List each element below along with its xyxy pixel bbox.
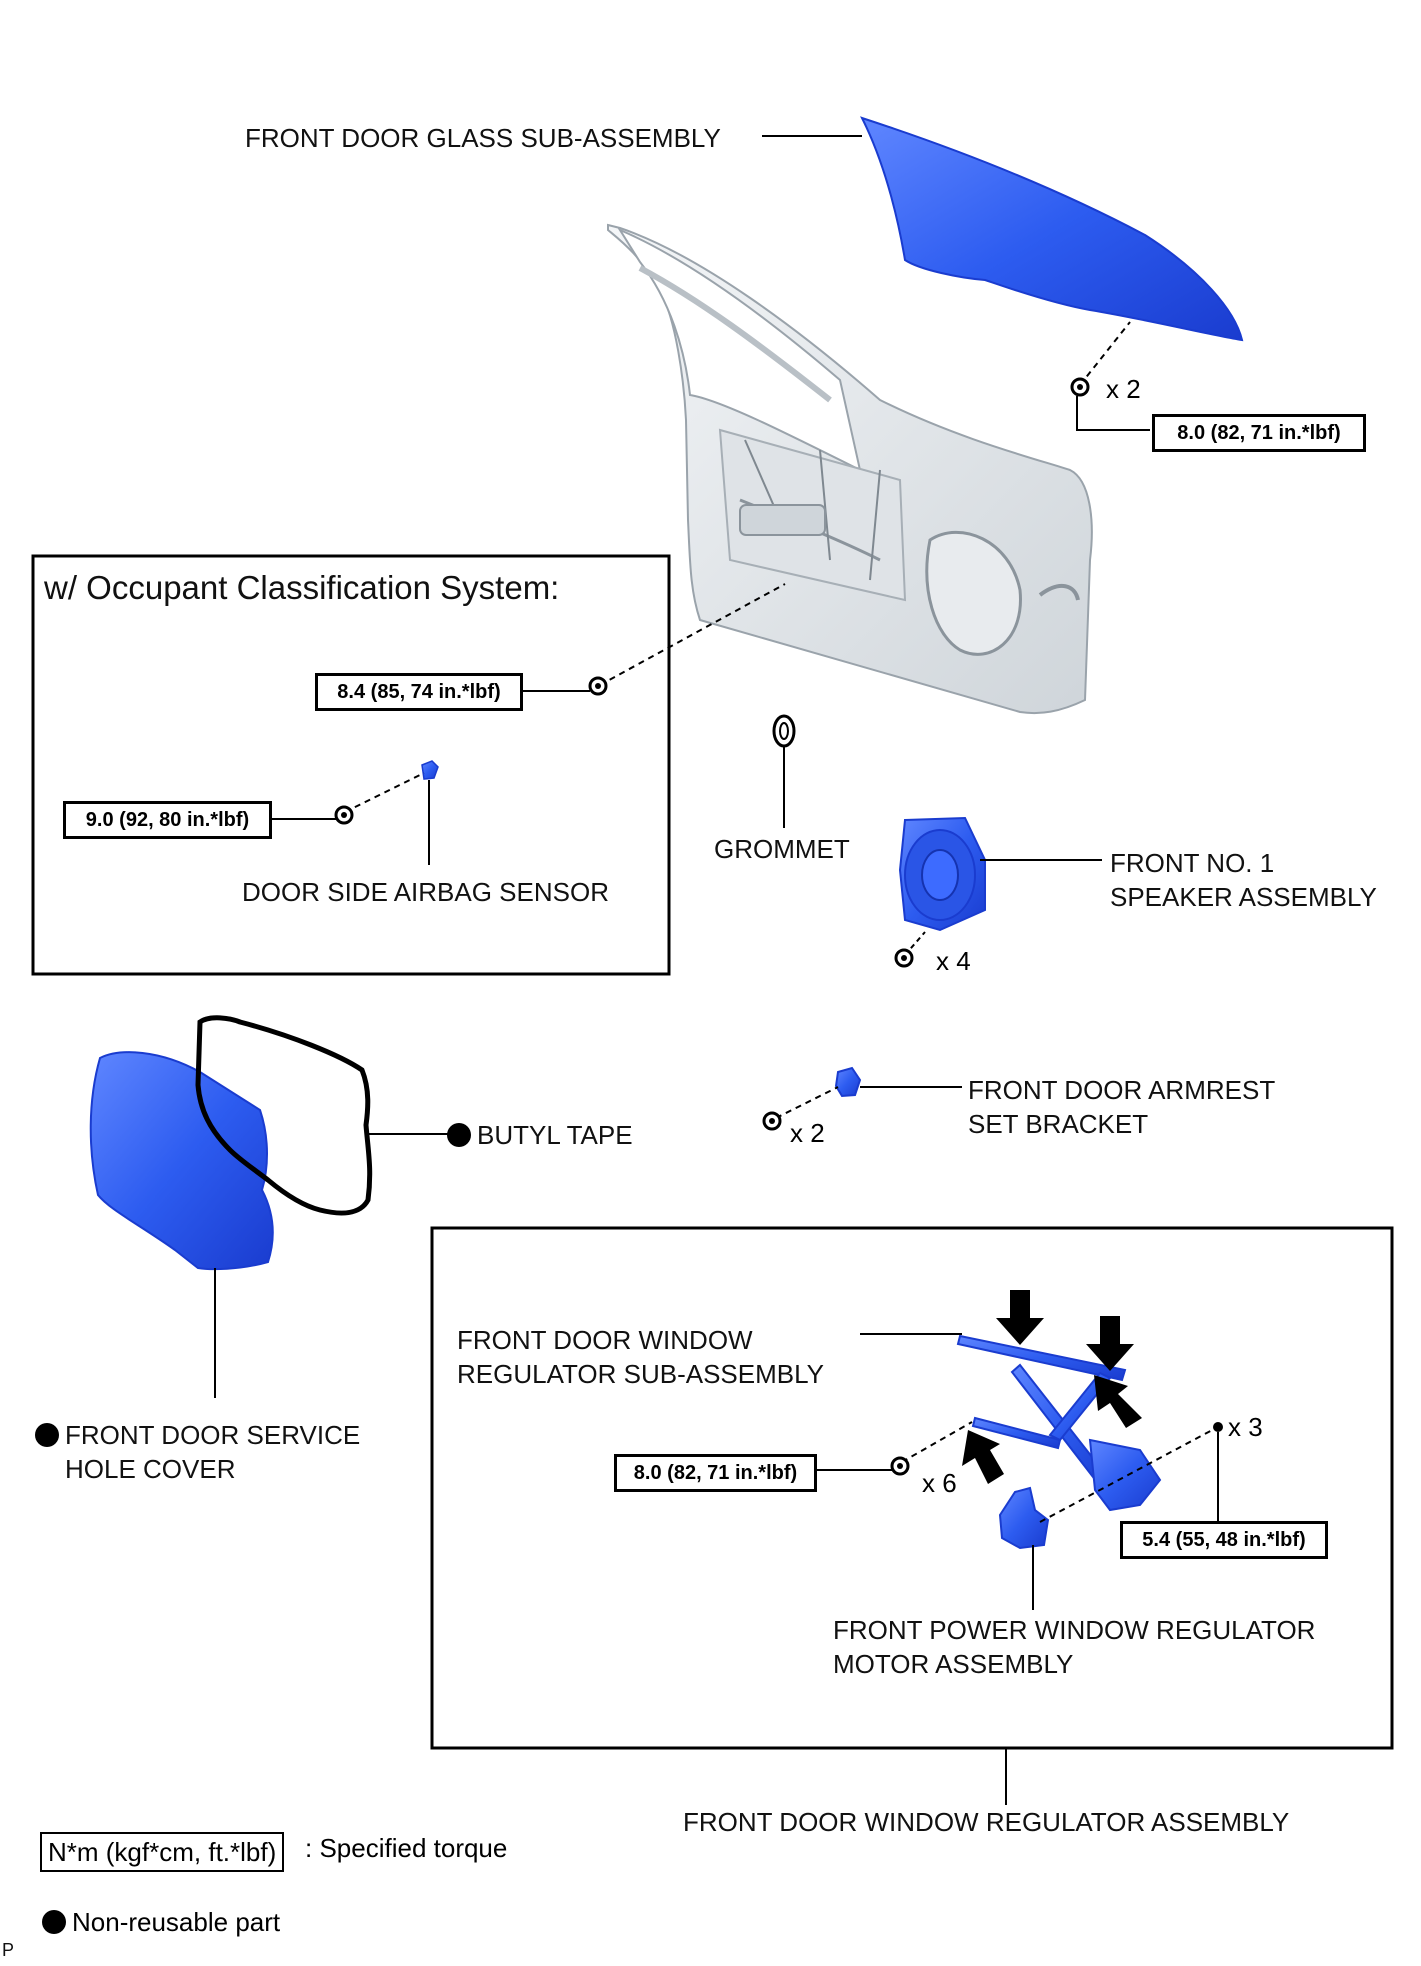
regulator-assembly-frame [430, 1226, 1394, 1750]
regulator-left-dashline [901, 1421, 973, 1463]
regulator-right-qty: x 3 [1228, 1412, 1263, 1442]
upper-torque-box: 8.4 (85, 74 in.*lbf) [315, 673, 523, 711]
legend-nonreusable: Non-reusable part [42, 1904, 280, 1940]
motor-label-line1: FRONT POWER WINDOW REGULATOR [833, 1615, 1316, 1645]
window-regulator-sub-assembly-icon [956, 1334, 1162, 1512]
service-cover-label-line2: HOLE COVER [65, 1454, 236, 1484]
armrest-qty: x 2 [790, 1118, 825, 1148]
regulator-left-torque-box: 8.0 (82, 71 in.*lbf) [614, 1454, 817, 1492]
lower-torque-box: 9.0 (92, 80 in.*lbf) [63, 801, 272, 839]
door-side-airbag-sensor-label: DOOR SIDE AIRBAG SENSOR [242, 877, 609, 907]
speaker-qty: x 4 [936, 946, 971, 976]
push-arrow-icons [962, 1290, 1142, 1484]
sensor-bolt-dashline [344, 772, 425, 813]
legend-nonreusable-text: Non-reusable part [72, 1907, 281, 1937]
legend-torque-unit-box: N*m (kgf*cm, ft.*lbf) [40, 1832, 285, 1872]
regulator-sub-label-line1: FRONT DOOR WINDOW [457, 1325, 753, 1355]
glass-bolt-icon [1070, 377, 1090, 397]
service-cover-text-line1: FRONT DOOR SERVICE [65, 1420, 361, 1450]
door-side-airbag-sensor-icon [421, 760, 439, 780]
door-panel-icon [607, 223, 1093, 715]
regulator-right-torque-box: 5.4 (55, 48 in.*lbf) [1120, 1521, 1328, 1559]
butyl-tape-label: BUTYL TAPE [447, 1118, 633, 1152]
occupant-inset-title: w/ Occupant Classification System: [44, 569, 560, 606]
glass-bolt-dashline [1079, 321, 1131, 386]
speaker-label-line1: FRONT NO. 1 [1110, 848, 1275, 878]
regulator-sub-label-line2: REGULATOR SUB-ASSEMBLY [457, 1359, 824, 1389]
butyl-tape-text: BUTYL TAPE [477, 1120, 633, 1150]
nonreusable-legend-icon [42, 1910, 66, 1934]
front-no1-speaker-icon [898, 816, 986, 932]
armrest-label-line1: FRONT DOOR ARMREST [968, 1075, 1276, 1105]
armrest-bolt-icon [762, 1111, 782, 1131]
motor-label-line2: MOTOR ASSEMBLY [833, 1649, 1074, 1679]
glass-torque-leader [1076, 396, 1150, 431]
speaker-label-line2: SPEAKER ASSEMBLY [1110, 882, 1377, 912]
regulator-right-dashline [1039, 1427, 1217, 1523]
butyl-tape-icon [195, 1015, 373, 1216]
armrest-bolt-dashline [775, 1086, 839, 1119]
occupant-inset-frame [31, 554, 671, 976]
regulator-assembly-label: FRONT DOOR WINDOW REGULATOR ASSEMBLY [683, 1807, 1290, 1837]
regulator-right-bolt-icon [1213, 1422, 1223, 1432]
inset-door-dashline [599, 583, 786, 686]
footer-mark: P [2, 1940, 15, 1960]
lower-torque-bolt-icon [334, 805, 354, 825]
nonreusable-marker-icon [447, 1123, 471, 1147]
front-door-glass-sub-assembly-icon [860, 116, 1244, 342]
service-cover-label-line1: FRONT DOOR SERVICE [35, 1418, 360, 1452]
regulator-left-qty: x 6 [922, 1468, 957, 1498]
regulator-left-bolt-icon [890, 1456, 910, 1476]
nonreusable-marker-icon [35, 1423, 59, 1447]
glass-label: FRONT DOOR GLASS SUB-ASSEMBLY [245, 123, 721, 153]
armrest-label-line2: SET BRACKET [968, 1109, 1149, 1139]
legend-torque-desc: : Specified torque [305, 1833, 508, 1863]
speaker-bolt-icon [894, 948, 914, 968]
armrest-bracket-icon [834, 1066, 862, 1098]
grommet-label: GROMMET [714, 834, 850, 864]
glass-torque-box: 8.0 (82, 71 in.*lbf) [1152, 414, 1366, 452]
glass-qty: x 2 [1106, 374, 1141, 404]
upper-torque-bolt-icon [588, 676, 608, 696]
regulator-motor-icon [998, 1486, 1050, 1550]
grommet-hole [779, 722, 789, 740]
